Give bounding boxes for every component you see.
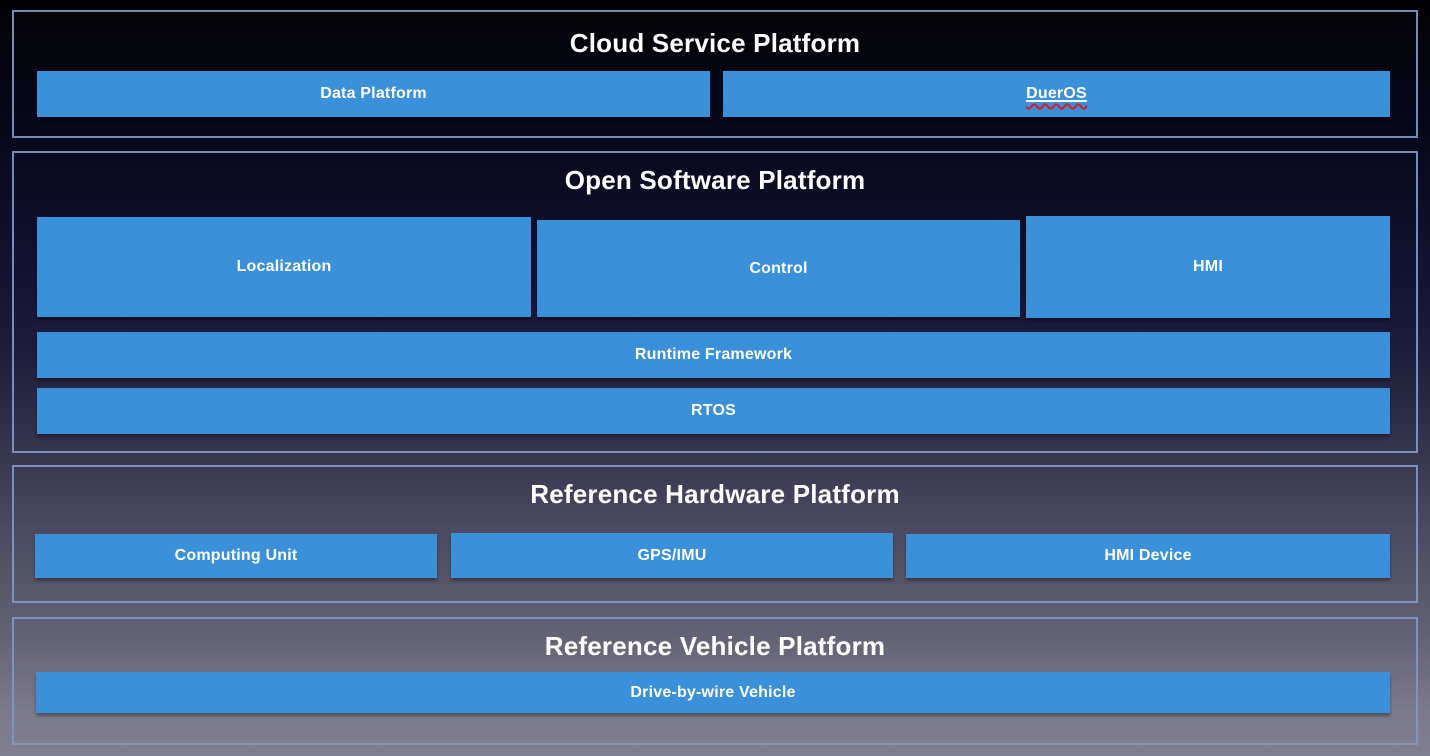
- section-open-software-platform: Open Software Platform Localization Cont…: [12, 151, 1418, 453]
- box-localization: Localization: [37, 217, 531, 317]
- box-runtime-framework: Runtime Framework: [37, 332, 1390, 378]
- box-hmi-label: HMI: [1193, 258, 1223, 275]
- box-dueros-label: DuerOS: [1026, 85, 1087, 102]
- box-localization-label: Localization: [236, 258, 332, 275]
- box-hmi-device: HMI Device: [906, 534, 1390, 578]
- box-dueros: DuerOS: [723, 71, 1390, 117]
- box-data-platform: Data Platform: [37, 71, 710, 117]
- box-control-label: Control: [749, 259, 808, 277]
- box-computing-unit-label: Computing Unit: [174, 547, 298, 564]
- box-drive-by-wire-vehicle: Drive-by-wire Vehicle: [36, 672, 1390, 713]
- section-title-reference-hardware-platform: Reference Hardware Platform: [530, 479, 900, 509]
- section-reference-hardware-platform: Reference Hardware Platform Computing Un…: [12, 465, 1418, 603]
- section-cloud-service-platform: Cloud Service Platform Data Platform Due…: [12, 10, 1418, 138]
- box-hmi: HMI: [1026, 216, 1390, 318]
- box-hmi-device-label: HMI Device: [1104, 547, 1192, 564]
- box-dueros-label-underline: DuerOS: [1026, 85, 1087, 103]
- section-title-cloud-service-platform: Cloud Service Platform: [569, 28, 861, 58]
- box-rtos-label: RTOS: [691, 402, 736, 419]
- box-rtos: RTOS: [37, 388, 1390, 434]
- box-computing-unit: Computing Unit: [35, 534, 437, 578]
- box-runtime-framework-label: Runtime Framework: [634, 346, 793, 363]
- section-title-open-software-platform: Open Software Platform: [564, 165, 866, 195]
- box-gps-imu-label: GPS/IMU: [637, 546, 707, 564]
- section-title-reference-vehicle-platform: Reference Vehicle Platform: [544, 631, 886, 661]
- box-control: Control: [537, 220, 1020, 317]
- section-reference-vehicle-platform: Reference Vehicle Platform Drive-by-wire…: [12, 617, 1418, 745]
- box-data-platform-label: Data Platform: [320, 85, 427, 102]
- box-gps-imu: GPS/IMU: [451, 533, 893, 578]
- box-drive-by-wire-vehicle-label: Drive-by-wire Vehicle: [630, 683, 796, 701]
